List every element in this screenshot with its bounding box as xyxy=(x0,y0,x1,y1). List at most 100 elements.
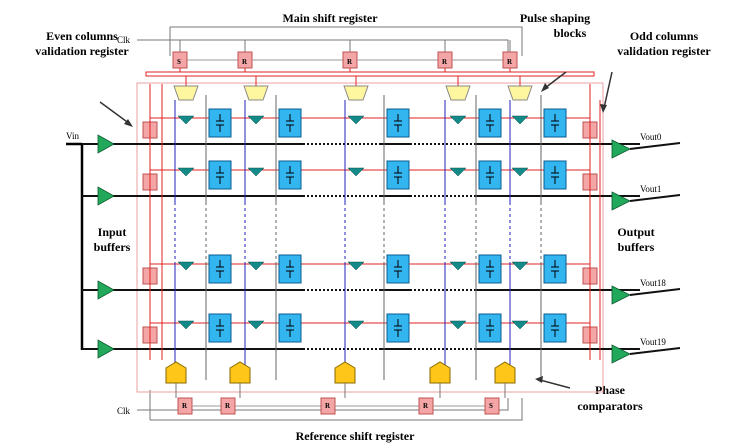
pulse-shaping-label-line1: Pulse shaping xyxy=(520,11,590,25)
vin-trunk xyxy=(66,142,84,350)
phase-comparator xyxy=(429,361,451,384)
register-cell-label: S xyxy=(489,402,493,410)
register-cell-label: R xyxy=(507,58,513,66)
clk-bottom-label: Clk xyxy=(117,406,131,416)
register-cell-label: R xyxy=(442,58,448,66)
switch-triangle xyxy=(511,320,529,330)
buffers xyxy=(82,134,681,364)
pulse-shaping-label-line2: blocks xyxy=(554,26,587,40)
register-cell-label: R xyxy=(325,402,331,410)
switch-triangle xyxy=(347,320,365,330)
reference-register-cell xyxy=(484,397,500,415)
delay-cell xyxy=(386,254,410,284)
register-cell-label: R xyxy=(242,58,248,66)
register-cell-label: R xyxy=(423,402,429,410)
clk-top-label: Clk xyxy=(117,35,131,45)
input-buffers-label-line1: Input xyxy=(98,225,127,239)
switch-triangle xyxy=(449,261,467,271)
phase-comparator xyxy=(165,361,187,384)
phase-comparators-label-line1: Phase xyxy=(595,383,626,397)
output-label: Vout18 xyxy=(640,278,666,288)
top-red-bus xyxy=(145,71,595,77)
even-columns-label-line2: validation register xyxy=(35,44,129,58)
output-wire xyxy=(629,347,681,355)
output-wire xyxy=(629,288,681,296)
odd-register-chain xyxy=(589,84,601,360)
delay-cell xyxy=(543,160,567,190)
pulse-shaping-block xyxy=(243,85,269,101)
switch-triangle xyxy=(177,320,195,330)
clk-top-wire xyxy=(137,39,509,52)
pulse-shaping-block xyxy=(343,85,369,101)
output-buffer xyxy=(611,285,631,305)
switch-triangle xyxy=(177,167,195,177)
delay-cell xyxy=(386,160,410,190)
delay-cell xyxy=(478,313,502,343)
delay-cell xyxy=(208,108,232,138)
input-buffer xyxy=(97,186,115,206)
delay-cell xyxy=(543,254,567,284)
phase-comparators-label-line2: comparators xyxy=(577,399,643,413)
output-buffers-label-line1: Output xyxy=(617,225,654,239)
pulse-shaping-blocks xyxy=(173,76,533,101)
register-cell-label: R xyxy=(182,402,188,410)
delay-cell xyxy=(543,313,567,343)
switch-triangle xyxy=(449,115,467,125)
output-buffer xyxy=(611,139,631,159)
odd-columns-label-line1: Odd columns xyxy=(630,29,699,43)
delay-cell xyxy=(208,160,232,190)
outer-frame xyxy=(136,82,604,393)
switch-triangle xyxy=(449,320,467,330)
output-wire xyxy=(629,194,681,202)
output-buffers-label-line2: buffers xyxy=(618,240,655,254)
switch-triangle xyxy=(511,115,529,125)
input-buffer xyxy=(97,339,115,359)
switch-triangle xyxy=(347,261,365,271)
switch-triangle xyxy=(347,167,365,177)
pulse-shaping-block xyxy=(507,85,533,101)
main-register-frame xyxy=(170,26,523,56)
clk-bottom-wire xyxy=(137,398,509,411)
even-columns-label-line1: Even columns xyxy=(46,29,118,43)
switch-triangle xyxy=(247,261,265,271)
delay-cell xyxy=(478,160,502,190)
delay-cell xyxy=(478,108,502,138)
input-buffer xyxy=(97,280,115,300)
output-buffer xyxy=(611,191,631,211)
input-buffers-label-line2: buffers xyxy=(94,240,131,254)
switch-triangle xyxy=(247,115,265,125)
cell-grid xyxy=(95,95,640,380)
delay-cell xyxy=(386,108,410,138)
switch-triangle xyxy=(247,167,265,177)
switch-triangle xyxy=(177,261,195,271)
phase-comparator xyxy=(334,361,356,384)
validation-registers xyxy=(142,84,601,360)
odd-columns-label-line2: validation register xyxy=(617,44,711,58)
switch-triangle xyxy=(177,115,195,125)
switch-triangle xyxy=(347,115,365,125)
reference-register-frame xyxy=(150,398,523,421)
register-cell-label: S xyxy=(177,58,181,66)
reference-shift-register-label: Reference shift register xyxy=(296,429,416,443)
delay-cell xyxy=(208,254,232,284)
switch-triangle xyxy=(247,320,265,330)
even-register-chain xyxy=(149,84,163,360)
main-shift-register-label: Main shift register xyxy=(282,11,378,25)
vin-label: Vin xyxy=(66,131,79,141)
pulse-shaping-block xyxy=(173,85,199,101)
delay-cell xyxy=(278,254,302,284)
output-wire xyxy=(629,142,681,150)
output-label: Vout19 xyxy=(640,337,666,347)
input-buffer xyxy=(97,134,115,154)
delay-cell xyxy=(386,313,410,343)
delay-cell xyxy=(278,160,302,190)
phase-comparator xyxy=(494,361,516,384)
output-buffer xyxy=(611,344,631,364)
register-cell-label: R xyxy=(347,58,353,66)
switch-triangle xyxy=(511,167,529,177)
delay-cell xyxy=(478,254,502,284)
